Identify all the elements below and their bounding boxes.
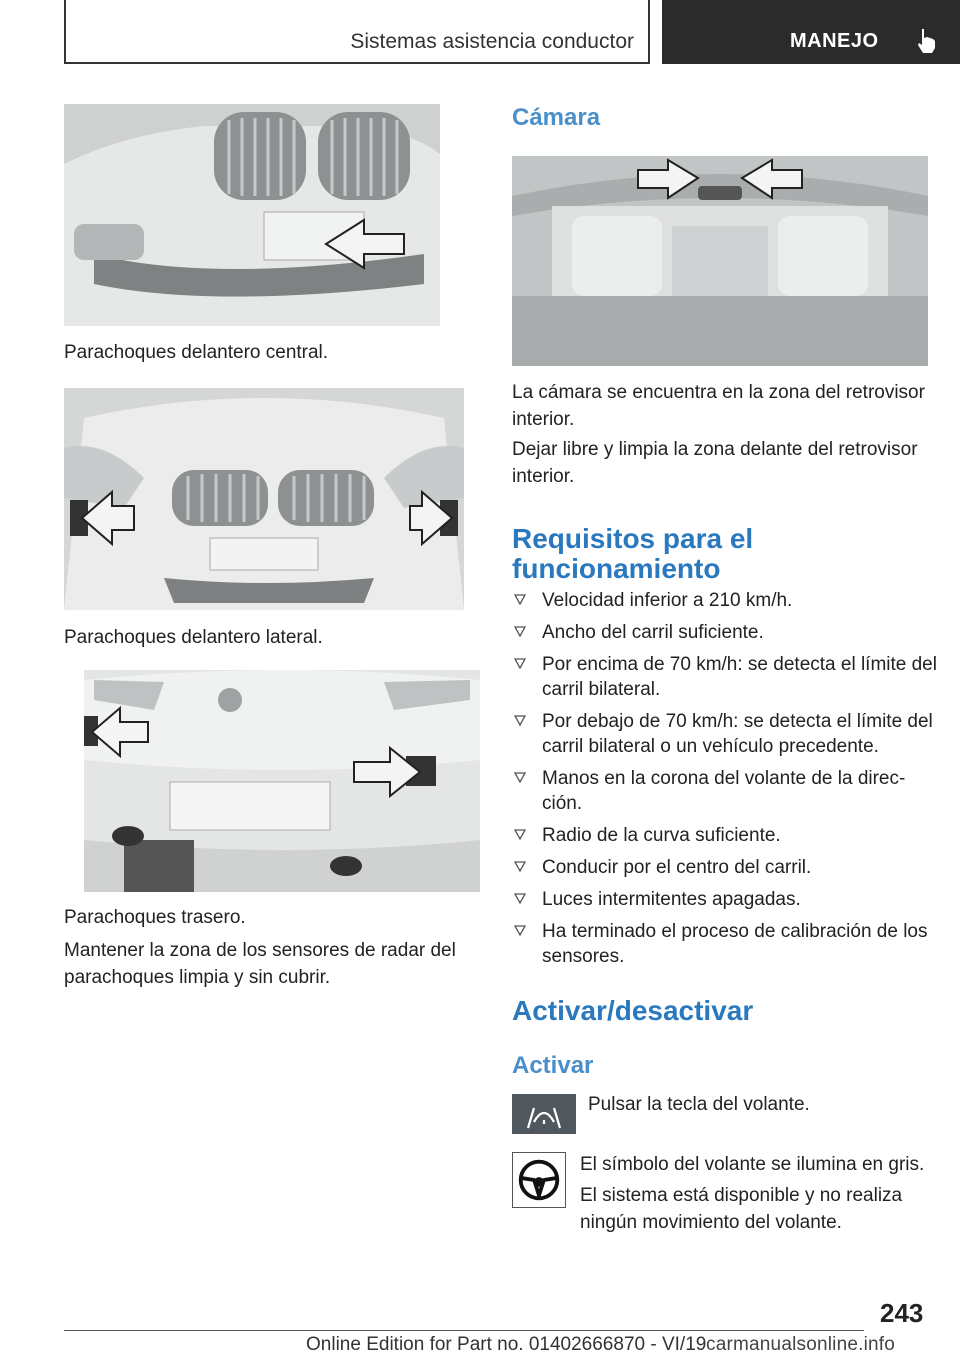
rear-bumper-image <box>84 670 480 892</box>
triangle-bullet-icon <box>514 626 526 638</box>
watermark-text: carmanualsonline.info <box>706 1334 896 1355</box>
header-frame: Sistemas asistencia conductor <box>64 0 650 64</box>
requirement-text: Conducir por el centro del carril. <box>542 857 812 878</box>
camera-location-text: La cámara se encuentra en la zona del re… <box>512 382 925 430</box>
caption-front-side: Parachoques delantero lateral. <box>64 627 323 648</box>
triangle-bullet-icon <box>514 772 526 784</box>
requirement-text: Por debajo de 70 km/h: se detecta el lím… <box>542 711 933 757</box>
steering-symbol <box>512 1152 566 1208</box>
press-button-text: Pulsar la tecla del volante. <box>588 1094 810 1115</box>
footer-divider <box>64 1330 864 1331</box>
list-item: Luces intermitentes apagadas. <box>512 887 942 912</box>
list-item: Por debajo de 70 km/h: se detecta el lím… <box>512 709 942 759</box>
requirement-text: Ancho del carril suficiente. <box>542 622 764 643</box>
requirement-text: Manos en la corona del volante de la dir… <box>542 768 906 814</box>
lane-assist-button-icon <box>526 1107 562 1129</box>
requirements-heading: Requisitos para el funcionamiento <box>512 523 754 584</box>
camera-heading: Cámara <box>512 104 601 131</box>
list-item: Por encima de 70 km/h: se detecta el lím… <box>512 652 942 702</box>
list-item: Ha terminado el proceso de calibración d… <box>512 919 942 969</box>
activate-heading: Activar <box>512 1052 594 1079</box>
steering-wheel-icon <box>518 1159 560 1201</box>
list-item: Radio de la curva suficiente. <box>512 823 942 848</box>
requirement-text: Ha terminado el proceso de calibración d… <box>542 921 928 967</box>
requirement-text: Radio de la curva suficiente. <box>542 825 781 846</box>
list-item: Ancho del carril suficiente. <box>512 620 942 645</box>
section-title: Sistemas asistencia conductor <box>350 30 634 53</box>
triangle-bullet-icon <box>514 715 526 727</box>
triangle-bullet-icon <box>514 594 526 606</box>
chapter-tab[interactable]: MANEJO <box>662 0 960 64</box>
hand-pointer-icon <box>918 29 935 53</box>
front-bumper-side-image <box>64 388 464 610</box>
requirement-text: Por encima de 70 km/h: se detecta el lím… <box>542 654 937 700</box>
front-bumper-center-image <box>64 104 440 326</box>
caption-front-center: Parachoques delantero central. <box>64 342 329 363</box>
edition-text: Online Edition for Part no. 01402666870 … <box>306 1334 707 1355</box>
list-item: Velocidad inferior a 210 km/h. <box>512 588 942 613</box>
page-number: 243 <box>880 1298 924 1328</box>
lane-assist-button <box>512 1094 576 1134</box>
triangle-bullet-icon <box>514 861 526 873</box>
requirement-text: Velocidad inferior a 210 km/h. <box>542 590 793 611</box>
triangle-bullet-icon <box>514 925 526 937</box>
camera-keep-clear-text: Dejar libre y limpia la zona delante del… <box>512 439 918 487</box>
list-item: Conducir por el centro del carril. <box>512 855 942 880</box>
caption-rear: Parachoques trasero. <box>64 907 246 928</box>
triangle-bullet-icon <box>514 893 526 905</box>
system-available-text: El sistema está disponible y no realiza … <box>580 1185 903 1233</box>
requirements-list: Velocidad inferior a 210 km/h. Ancho del… <box>512 588 942 976</box>
chapter-tab-label: MANEJO <box>790 30 879 52</box>
list-item: Manos en la corona del volante de la dir… <box>512 766 942 816</box>
symbol-grey-text: El símbolo del volante se ilumina en gri… <box>580 1154 925 1175</box>
camera-location-image <box>512 156 928 366</box>
triangle-bullet-icon <box>514 829 526 841</box>
requirement-text: Luces intermitentes apagadas. <box>542 889 801 910</box>
triangle-bullet-icon <box>514 658 526 670</box>
toggle-heading: Activar/desactivar <box>512 995 754 1026</box>
note-sensors: Mantener la zona de los sensores de rada… <box>64 940 456 988</box>
